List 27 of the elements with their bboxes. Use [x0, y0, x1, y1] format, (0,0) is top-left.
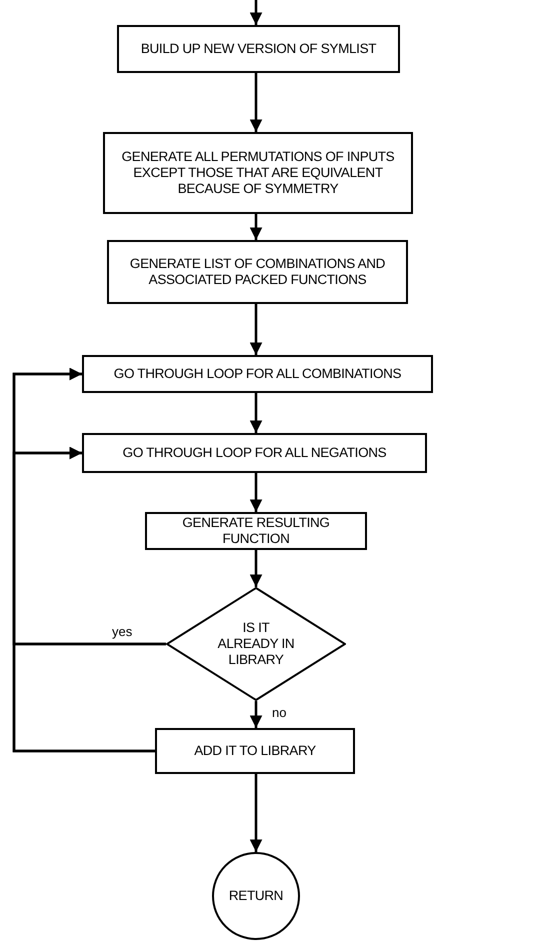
node-text: GENERATE ALL PERMUTATIONS OF INPUTS EXCEPT THOSE THAT ARE EQUIVALENT BECAUSE OF SYMMETRY — [120, 148, 396, 198]
node-text: BUILD UP NEW VERSION OF SYMLIST — [140, 40, 376, 58]
arrow — [12, 446, 155, 752]
arrow — [250, 304, 262, 355]
arrow — [250, 393, 262, 433]
node-text: ADD IT TO LIBRARY — [194, 742, 316, 760]
node-text: GO THROUGH LOOP FOR ALL COMBINATIONS — [114, 366, 402, 382]
process-box — [103, 132, 413, 214]
arrow — [250, 550, 262, 587]
node-text: GO THROUGH LOOP FOR ALL NEGATIONS — [122, 444, 386, 462]
process-box — [145, 512, 367, 550]
process-box — [82, 433, 427, 473]
arrow — [250, 701, 262, 728]
arrow — [250, 73, 262, 132]
arrow — [250, 473, 262, 512]
node-text: RETURN — [228, 888, 284, 904]
arrow — [250, 0, 262, 25]
arrow — [250, 774, 262, 852]
process-box — [155, 728, 355, 774]
node-text: IS IT ALREADY IN LIBRARY — [216, 620, 296, 668]
decision-diamond — [166, 587, 346, 701]
process-box — [117, 25, 400, 73]
node-text: GENERATE LIST OF COMBINATIONS AND ASSOCIATED PACKED FUNCTIONS — [128, 256, 386, 288]
arrow — [250, 214, 262, 240]
process-box — [107, 240, 408, 304]
node-text: GENERATE RESULTING FUNCTION — [181, 514, 331, 548]
process-box — [82, 355, 433, 393]
